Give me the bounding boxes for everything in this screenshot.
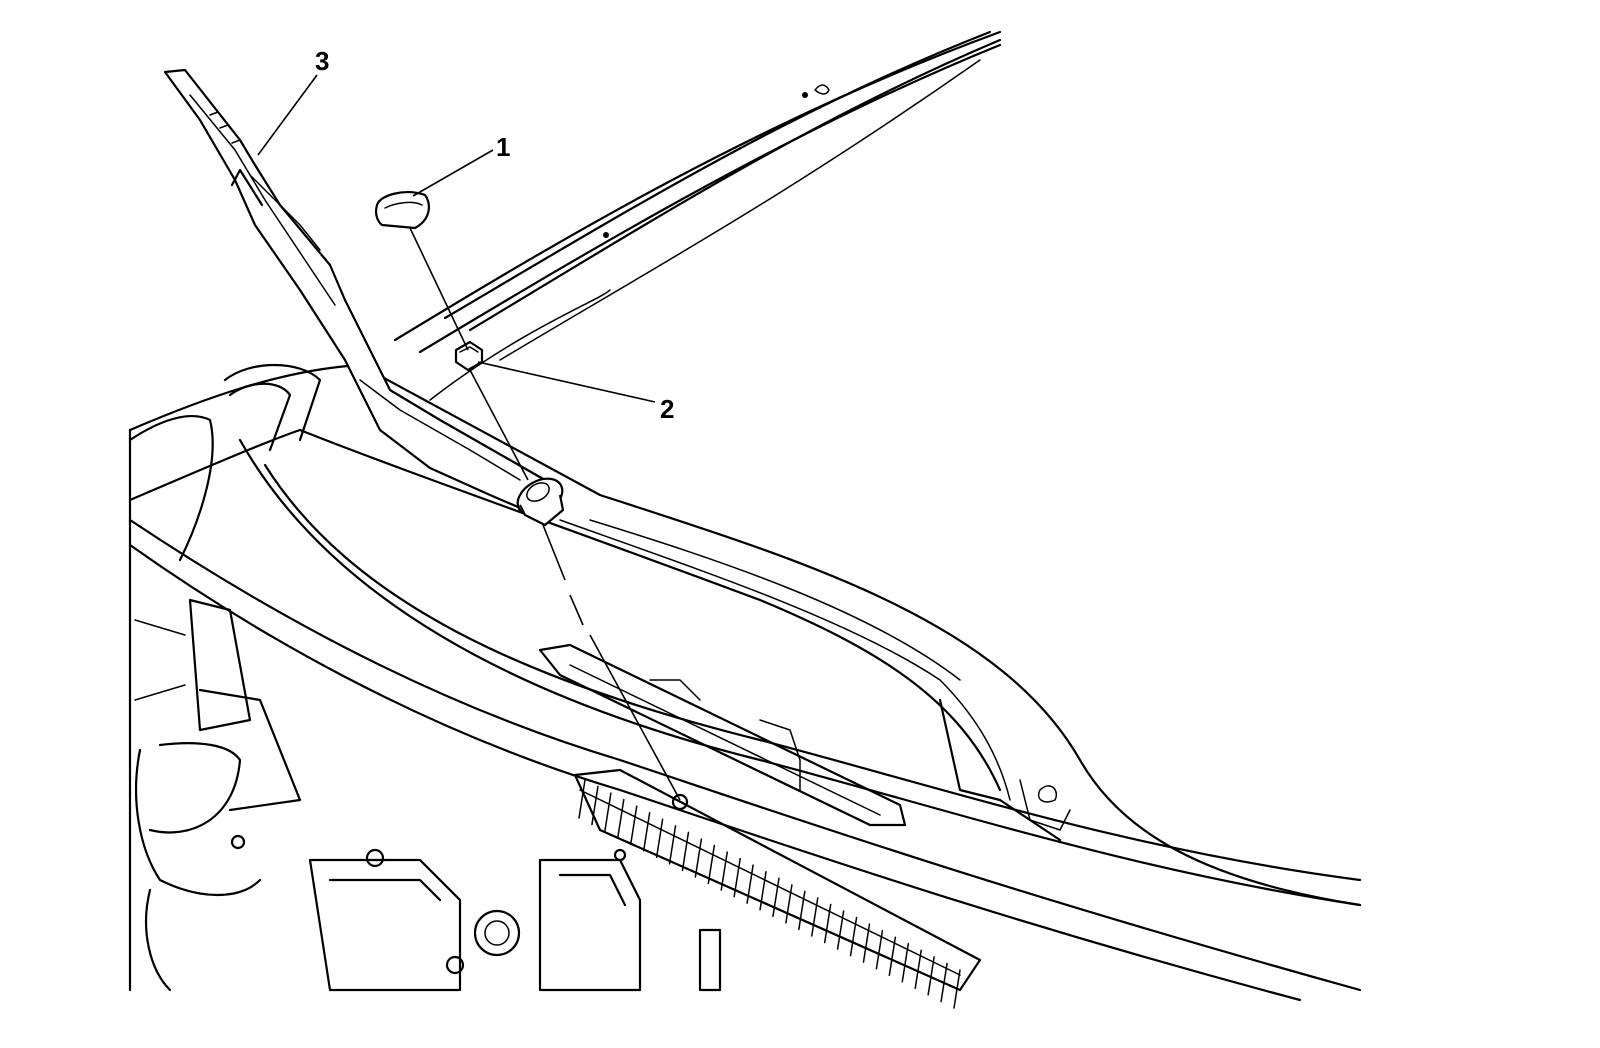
grille-slat xyxy=(746,864,754,904)
grille-slat xyxy=(940,962,948,1003)
grille-slat xyxy=(668,825,677,865)
grille-slat xyxy=(617,798,625,839)
callout-leaders xyxy=(257,74,656,403)
wiper-blade xyxy=(538,643,907,827)
grille-slat xyxy=(642,812,651,852)
grille-slat xyxy=(849,916,858,957)
bolt-center xyxy=(365,848,385,868)
grille-slat xyxy=(681,831,690,872)
callout-3: 3 xyxy=(315,46,329,76)
cowl-vent-grille xyxy=(573,768,982,1009)
grille-slat xyxy=(798,890,806,931)
grille-slat xyxy=(772,877,780,918)
grille-slat xyxy=(694,838,703,878)
grille-slat xyxy=(914,949,922,990)
grille-slat xyxy=(862,923,871,963)
bolt-right xyxy=(613,848,627,862)
wiper-arm xyxy=(163,68,547,512)
wiper-pivot xyxy=(516,477,565,527)
leader-1 xyxy=(412,149,494,197)
grille-slat xyxy=(591,785,599,826)
grille-slat xyxy=(629,805,638,845)
grille-slat xyxy=(811,897,819,937)
pillar-hole-mid xyxy=(603,232,609,238)
windshield-frame xyxy=(393,30,1002,401)
grille-slat xyxy=(888,936,897,976)
grille-slat xyxy=(707,844,716,885)
callout-1: 1 xyxy=(496,132,510,162)
cap xyxy=(374,191,430,230)
grille-slat xyxy=(953,969,961,1009)
assembly-centerline xyxy=(409,227,689,811)
grille-slat xyxy=(901,943,910,983)
bolt-left xyxy=(230,834,246,850)
grille-slat xyxy=(785,884,793,924)
cowl-panel xyxy=(128,363,1362,1002)
grommet xyxy=(473,909,521,957)
grille-slat xyxy=(604,792,612,832)
callout-2: 2 xyxy=(660,394,674,424)
grille-slat xyxy=(720,851,728,891)
grille-slat xyxy=(655,818,664,859)
pillar-hole-top xyxy=(802,92,808,98)
grille-slat xyxy=(823,903,832,944)
grille-slat xyxy=(927,956,935,996)
grille-slat xyxy=(733,857,741,898)
grille-slat xyxy=(875,929,884,970)
engine-bay xyxy=(128,364,722,992)
nut xyxy=(454,340,484,372)
leader-3 xyxy=(257,74,318,156)
leader-2 xyxy=(477,361,656,403)
bolt-lower xyxy=(445,955,465,975)
grille-slat xyxy=(836,910,845,950)
grille-slat xyxy=(759,870,767,911)
grille-slat xyxy=(578,779,586,819)
pivot-shaft xyxy=(671,793,689,811)
